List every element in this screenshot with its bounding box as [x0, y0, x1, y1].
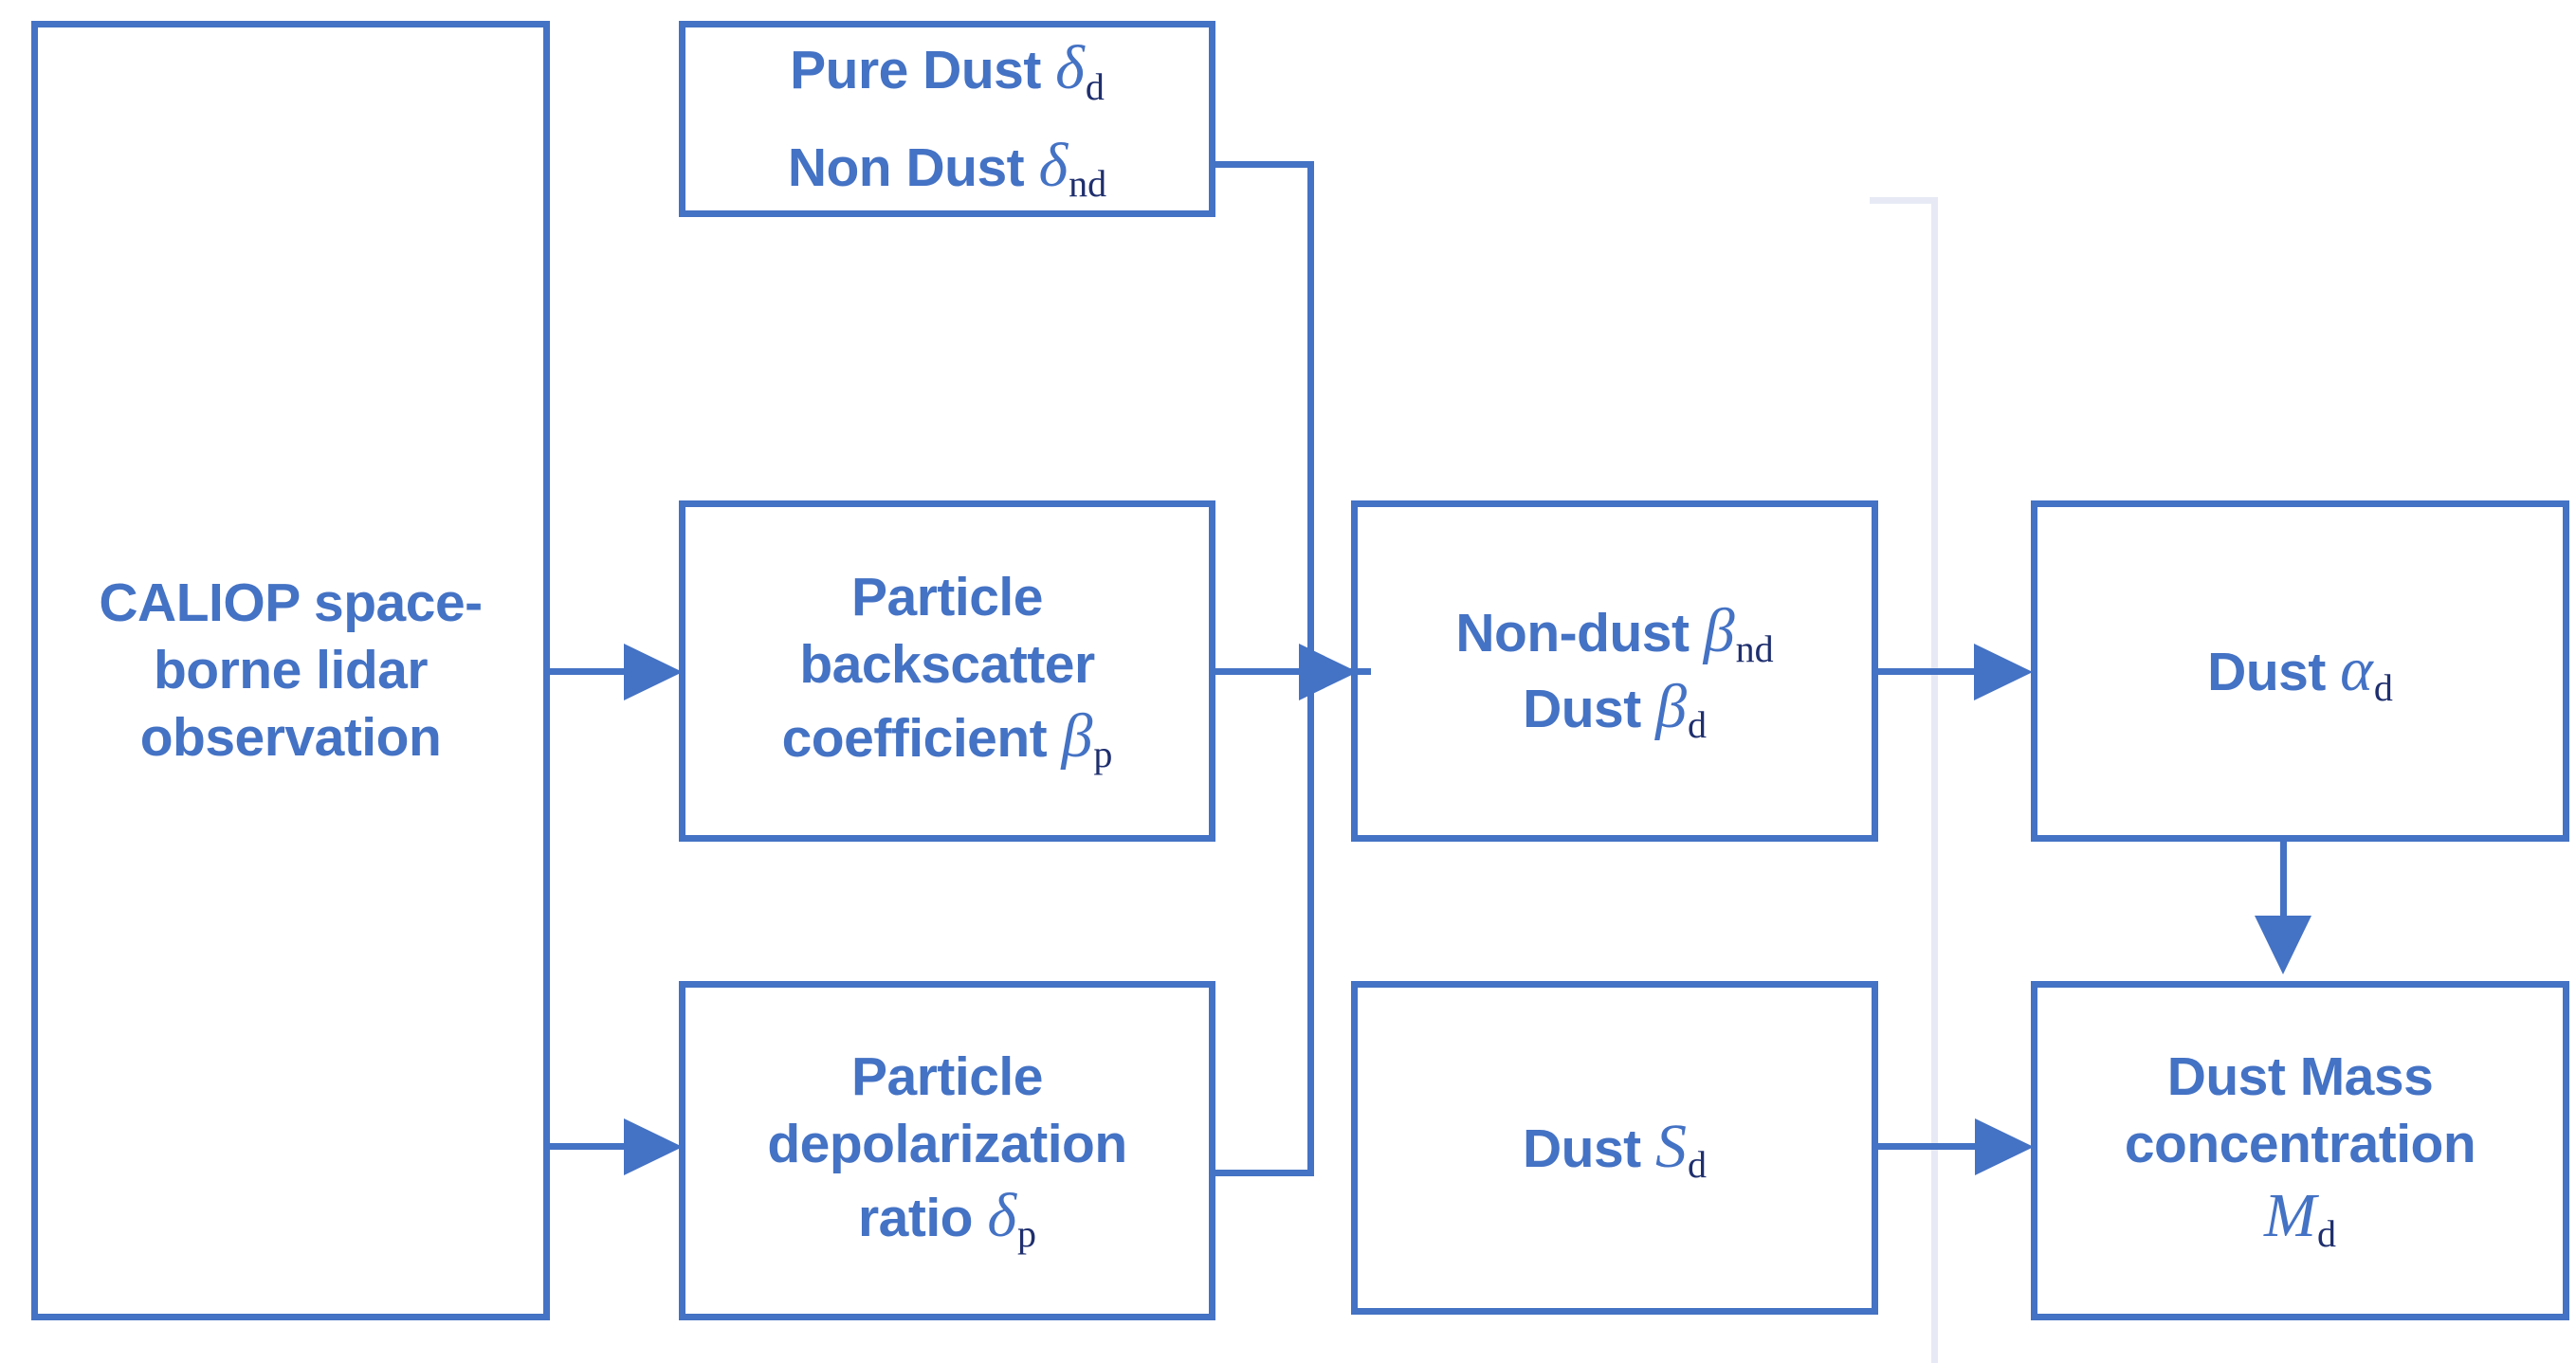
s-glyph-dust: S — [1655, 1111, 1687, 1181]
node-dust-extinction[interactable]: Dust αd — [2031, 500, 2569, 842]
dust-beta-line: Dust βd — [1455, 671, 1773, 747]
node-dust-mass-concentration[interactable]: Dust Mass concentration Md — [2031, 981, 2569, 1320]
beta-symbol-dust: βd — [1655, 672, 1707, 746]
s-subscript-dust: d — [1688, 1142, 1707, 1186]
node-caliop-observation-label: CALIOP space- borne lidar observation — [99, 572, 483, 768]
particle-depolarization-text: Particle depolarization ratio — [767, 1045, 1127, 1249]
delta-symbol-non-dust: δnd — [1038, 130, 1106, 205]
pure-dust-line: Pure Dust δd — [788, 32, 1106, 108]
connector-backscatter-to-nondust-dust-line — [1210, 668, 1371, 675]
delta-symbol-pure-dust: δd — [1055, 33, 1105, 107]
node-nondust-dust-backscatter-label: Non-dust βnd Dust βd — [1446, 595, 1782, 747]
non-dust-line: Non Dust δnd — [788, 130, 1106, 206]
m-glyph-dust: M — [2264, 1181, 2316, 1251]
connector-backscatter-to-nondust-dust-arrowhead — [1299, 644, 1358, 700]
node-nondust-dust-backscatter[interactable]: Non-dust βnd Dust βd — [1351, 500, 1878, 842]
delta-symbol-particle: δp — [987, 1181, 1036, 1255]
beta-glyph-dust: β — [1655, 672, 1687, 741]
dust-extinction-text: Dust — [2207, 641, 2341, 702]
connector-caliop-to-depolarization-arrowhead — [624, 1118, 683, 1175]
node-caliop-observation[interactable]: CALIOP space- borne lidar observation — [31, 21, 550, 1320]
delta-subscript-pure-dust: d — [1085, 64, 1105, 108]
beta-glyph-particle: β — [1061, 701, 1093, 772]
connector-lidar-ratio-to-mass-line — [1873, 1143, 1982, 1150]
connector-caliop-to-backscatter-arrowhead — [624, 644, 683, 700]
connector-caliop-to-backscatter-line — [548, 668, 643, 675]
connector-bracket-bottom-stub — [1210, 1170, 1314, 1176]
node-dust-mass-concentration-label: Dust Mass concentration Md — [2115, 1044, 2485, 1258]
particle-backscatter-text: Particle backscatter coefficient — [781, 566, 1096, 770]
s-symbol-dust: Sd — [1655, 1111, 1707, 1186]
ghost-guide-horizontal — [1870, 197, 1938, 204]
node-particle-depolarization-ratio[interactable]: Particle depolarization ratio δp — [679, 981, 1215, 1320]
m-symbol-dust: Md — [2264, 1181, 2336, 1255]
connector-extinction-to-mass-line — [2280, 838, 2287, 923]
alpha-symbol-dust: αd — [2340, 634, 2393, 709]
beta-symbol-particle: βp — [1061, 701, 1113, 775]
nondust-beta-text: Non-dust — [1455, 602, 1704, 663]
alpha-glyph-dust: α — [2340, 634, 2373, 704]
delta-glyph-pure-dust: δ — [1055, 33, 1085, 103]
nondust-beta-line: Non-dust βnd — [1455, 595, 1773, 671]
connector-lidar-ratio-to-mass-arrowhead — [1975, 1118, 2034, 1175]
beta-symbol-nondust: βnd — [1703, 595, 1774, 670]
node-dust-lidar-ratio[interactable]: Dust Sd — [1351, 981, 1878, 1315]
delta-glyph-non-dust: δ — [1038, 130, 1069, 200]
node-particle-depolarization-ratio-label: Particle depolarization ratio δp — [758, 1044, 1136, 1258]
beta-glyph-nondust: β — [1703, 595, 1735, 665]
node-particle-backscatter-coefficient-label: Particle backscatter coefficient βp — [773, 564, 1123, 778]
connector-nondust-dust-to-extinction-arrowhead — [1974, 644, 2033, 700]
beta-subscript-particle: p — [1093, 733, 1113, 776]
connector-caliop-to-depolarization-line — [548, 1143, 643, 1150]
delta-subscript-non-dust: nd — [1069, 161, 1107, 205]
dust-mass-concentration-text: Dust Mass concentration — [2124, 1045, 2476, 1174]
m-subscript-dust: d — [2316, 1212, 2336, 1256]
pure-dust-text: Pure Dust — [790, 40, 1056, 101]
node-pure-nondust-depolarization[interactable]: Pure Dust δd Non Dust δnd — [679, 21, 1215, 217]
node-pure-nondust-depolarization-label: Pure Dust δd Non Dust δnd — [778, 32, 1116, 205]
dust-lidar-ratio-text: Dust — [1523, 1118, 1655, 1179]
delta-subscript-particle: p — [1017, 1212, 1037, 1256]
beta-subscript-dust: d — [1687, 703, 1707, 747]
ghost-guide-vertical — [1931, 197, 1938, 1363]
node-particle-backscatter-coefficient[interactable]: Particle backscatter coefficient βp — [679, 500, 1215, 842]
node-dust-extinction-label: Dust αd — [2198, 631, 2402, 712]
delta-glyph-particle: δ — [987, 1181, 1017, 1251]
connector-bracket-top-stub — [1210, 161, 1314, 168]
beta-subscript-nondust: nd — [1735, 627, 1774, 670]
connector-nondust-dust-to-extinction-line — [1873, 668, 1977, 675]
dust-beta-text: Dust — [1523, 679, 1656, 739]
connector-extinction-to-mass-arrowhead — [2255, 916, 2311, 974]
non-dust-text: Non Dust — [787, 136, 1039, 198]
alpha-subscript-dust: d — [2373, 665, 2393, 709]
node-dust-lidar-ratio-label: Dust Sd — [1513, 1108, 1716, 1189]
